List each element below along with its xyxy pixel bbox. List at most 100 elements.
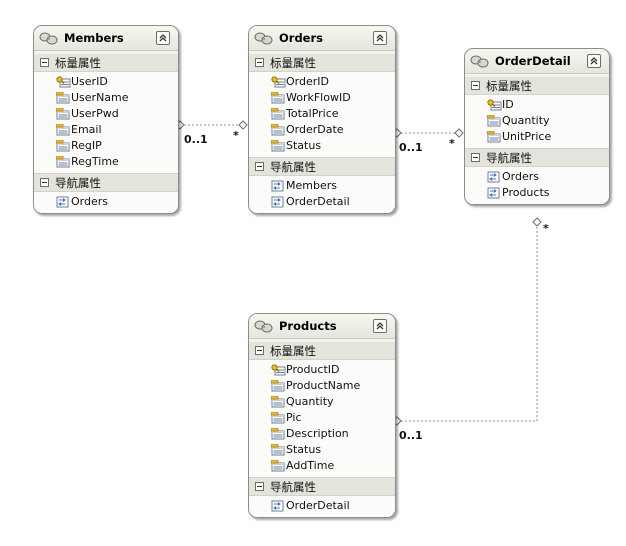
property-item[interactable]: Quantity — [465, 113, 609, 129]
scalar-property-icon — [270, 459, 286, 475]
section-collapse-icon[interactable] — [255, 162, 264, 171]
key-property-icon — [487, 99, 502, 114]
section-collapse-icon[interactable] — [40, 58, 49, 67]
property-name: Email — [71, 123, 102, 136]
entity-header[interactable]: OrderDetail — [465, 49, 609, 74]
property-item[interactable]: TotalPrice — [249, 106, 395, 122]
property-name: RegIP — [71, 139, 102, 152]
property-name: Quantity — [502, 114, 550, 127]
property-name: Orders — [502, 170, 539, 183]
property-item[interactable]: Status — [249, 138, 395, 154]
section-header-nav[interactable]: 导航属性 — [465, 148, 609, 167]
property-item[interactable]: WorkFlowID — [249, 90, 395, 106]
section-collapse-icon[interactable] — [255, 58, 264, 67]
scalar-property-icon — [270, 395, 286, 411]
navigation-property-icon — [56, 196, 70, 211]
entity-header[interactable]: Members — [34, 26, 178, 51]
scalar-property-icon — [486, 130, 502, 146]
key-property-icon — [271, 76, 286, 91]
property-name: UserPwd — [71, 107, 119, 120]
property-item[interactable]: OrderDetail — [249, 194, 395, 210]
section-collapse-icon[interactable] — [255, 482, 264, 491]
collapse-chevron-icon[interactable] — [587, 54, 601, 68]
property-item[interactable]: UserID — [34, 74, 178, 90]
association-line[interactable] — [397, 222, 538, 422]
property-item[interactable]: ProductName — [249, 378, 395, 394]
scalar-property-icon — [270, 123, 286, 139]
association-end-to[interactable] — [532, 217, 542, 227]
key-property-icon — [56, 76, 71, 91]
property-item[interactable]: OrderDate — [249, 122, 395, 138]
entity-header[interactable]: Orders — [249, 26, 395, 51]
property-name: Quantity — [286, 395, 334, 408]
section-header-scalar[interactable]: 标量属性 — [465, 77, 609, 95]
property-item[interactable]: AddTime — [249, 458, 395, 474]
section-header-scalar[interactable]: 标量属性 — [249, 54, 395, 72]
section-collapse-icon[interactable] — [255, 346, 264, 355]
scalar-property-icon — [270, 427, 286, 443]
scalar-property-icon — [55, 139, 71, 155]
property-list: Orders — [34, 192, 178, 213]
entity-title: Members — [64, 31, 124, 45]
navigation-property-icon — [271, 500, 285, 515]
property-item[interactable]: Members — [249, 178, 395, 194]
entity-header[interactable]: Products — [249, 314, 395, 339]
section-collapse-icon[interactable] — [40, 178, 49, 187]
entity-title: OrderDetail — [495, 54, 571, 68]
property-item[interactable]: RegIP — [34, 138, 178, 154]
property-name: WorkFlowID — [286, 91, 351, 104]
navigation-property-icon — [487, 187, 501, 202]
property-item[interactable]: UserPwd — [34, 106, 178, 122]
property-item[interactable]: ID — [465, 97, 609, 113]
entity-type-icon — [39, 31, 59, 48]
section-header-nav[interactable]: 导航属性 — [34, 173, 178, 192]
property-name: UserName — [71, 91, 129, 104]
section-header-nav[interactable]: 导航属性 — [249, 157, 395, 176]
section-collapse-icon[interactable] — [471, 153, 480, 162]
scalar-property-icon — [270, 443, 286, 459]
property-item[interactable]: UnitPrice — [465, 129, 609, 145]
property-item[interactable]: Status — [249, 442, 395, 458]
property-item[interactable]: Pic — [249, 410, 395, 426]
collapse-chevron-icon[interactable] — [156, 31, 170, 45]
section-header-scalar[interactable]: 标量属性 — [249, 342, 395, 360]
association-end-to[interactable] — [238, 120, 248, 130]
multiplicity-from: 0..1 — [399, 141, 423, 154]
property-name: Pic — [286, 411, 302, 424]
section-label: 导航属性 — [270, 480, 316, 494]
property-item[interactable]: ProductID — [249, 362, 395, 378]
section-header-scalar[interactable]: 标量属性 — [34, 54, 178, 72]
navigation-property-icon — [487, 171, 501, 186]
property-item[interactable]: Email — [34, 122, 178, 138]
collapse-chevron-icon[interactable] — [373, 31, 387, 45]
property-item[interactable]: Orders — [34, 194, 178, 210]
property-item[interactable]: RegTime — [34, 154, 178, 170]
section-label: 标量属性 — [55, 56, 101, 70]
property-item[interactable]: Description — [249, 426, 395, 442]
property-name: Status — [286, 139, 322, 152]
property-item[interactable]: Quantity — [249, 394, 395, 410]
property-name: OrderDetail — [286, 195, 350, 208]
multiplicity-from: 0..1 — [184, 133, 208, 146]
multiplicity-to: * — [543, 222, 549, 235]
property-item[interactable]: UserName — [34, 90, 178, 106]
section-collapse-icon[interactable] — [471, 81, 480, 90]
multiplicity-to: * — [233, 129, 239, 142]
section-label: 标量属性 — [270, 56, 316, 70]
association-end-to[interactable] — [454, 128, 464, 138]
collapse-chevron-icon[interactable] — [373, 319, 387, 333]
property-item[interactable]: Orders — [465, 169, 609, 185]
section-header-nav[interactable]: 导航属性 — [249, 477, 395, 496]
property-item[interactable]: Products — [465, 185, 609, 201]
property-item[interactable]: OrderID — [249, 74, 395, 90]
property-item[interactable]: OrderDetail — [249, 498, 395, 514]
